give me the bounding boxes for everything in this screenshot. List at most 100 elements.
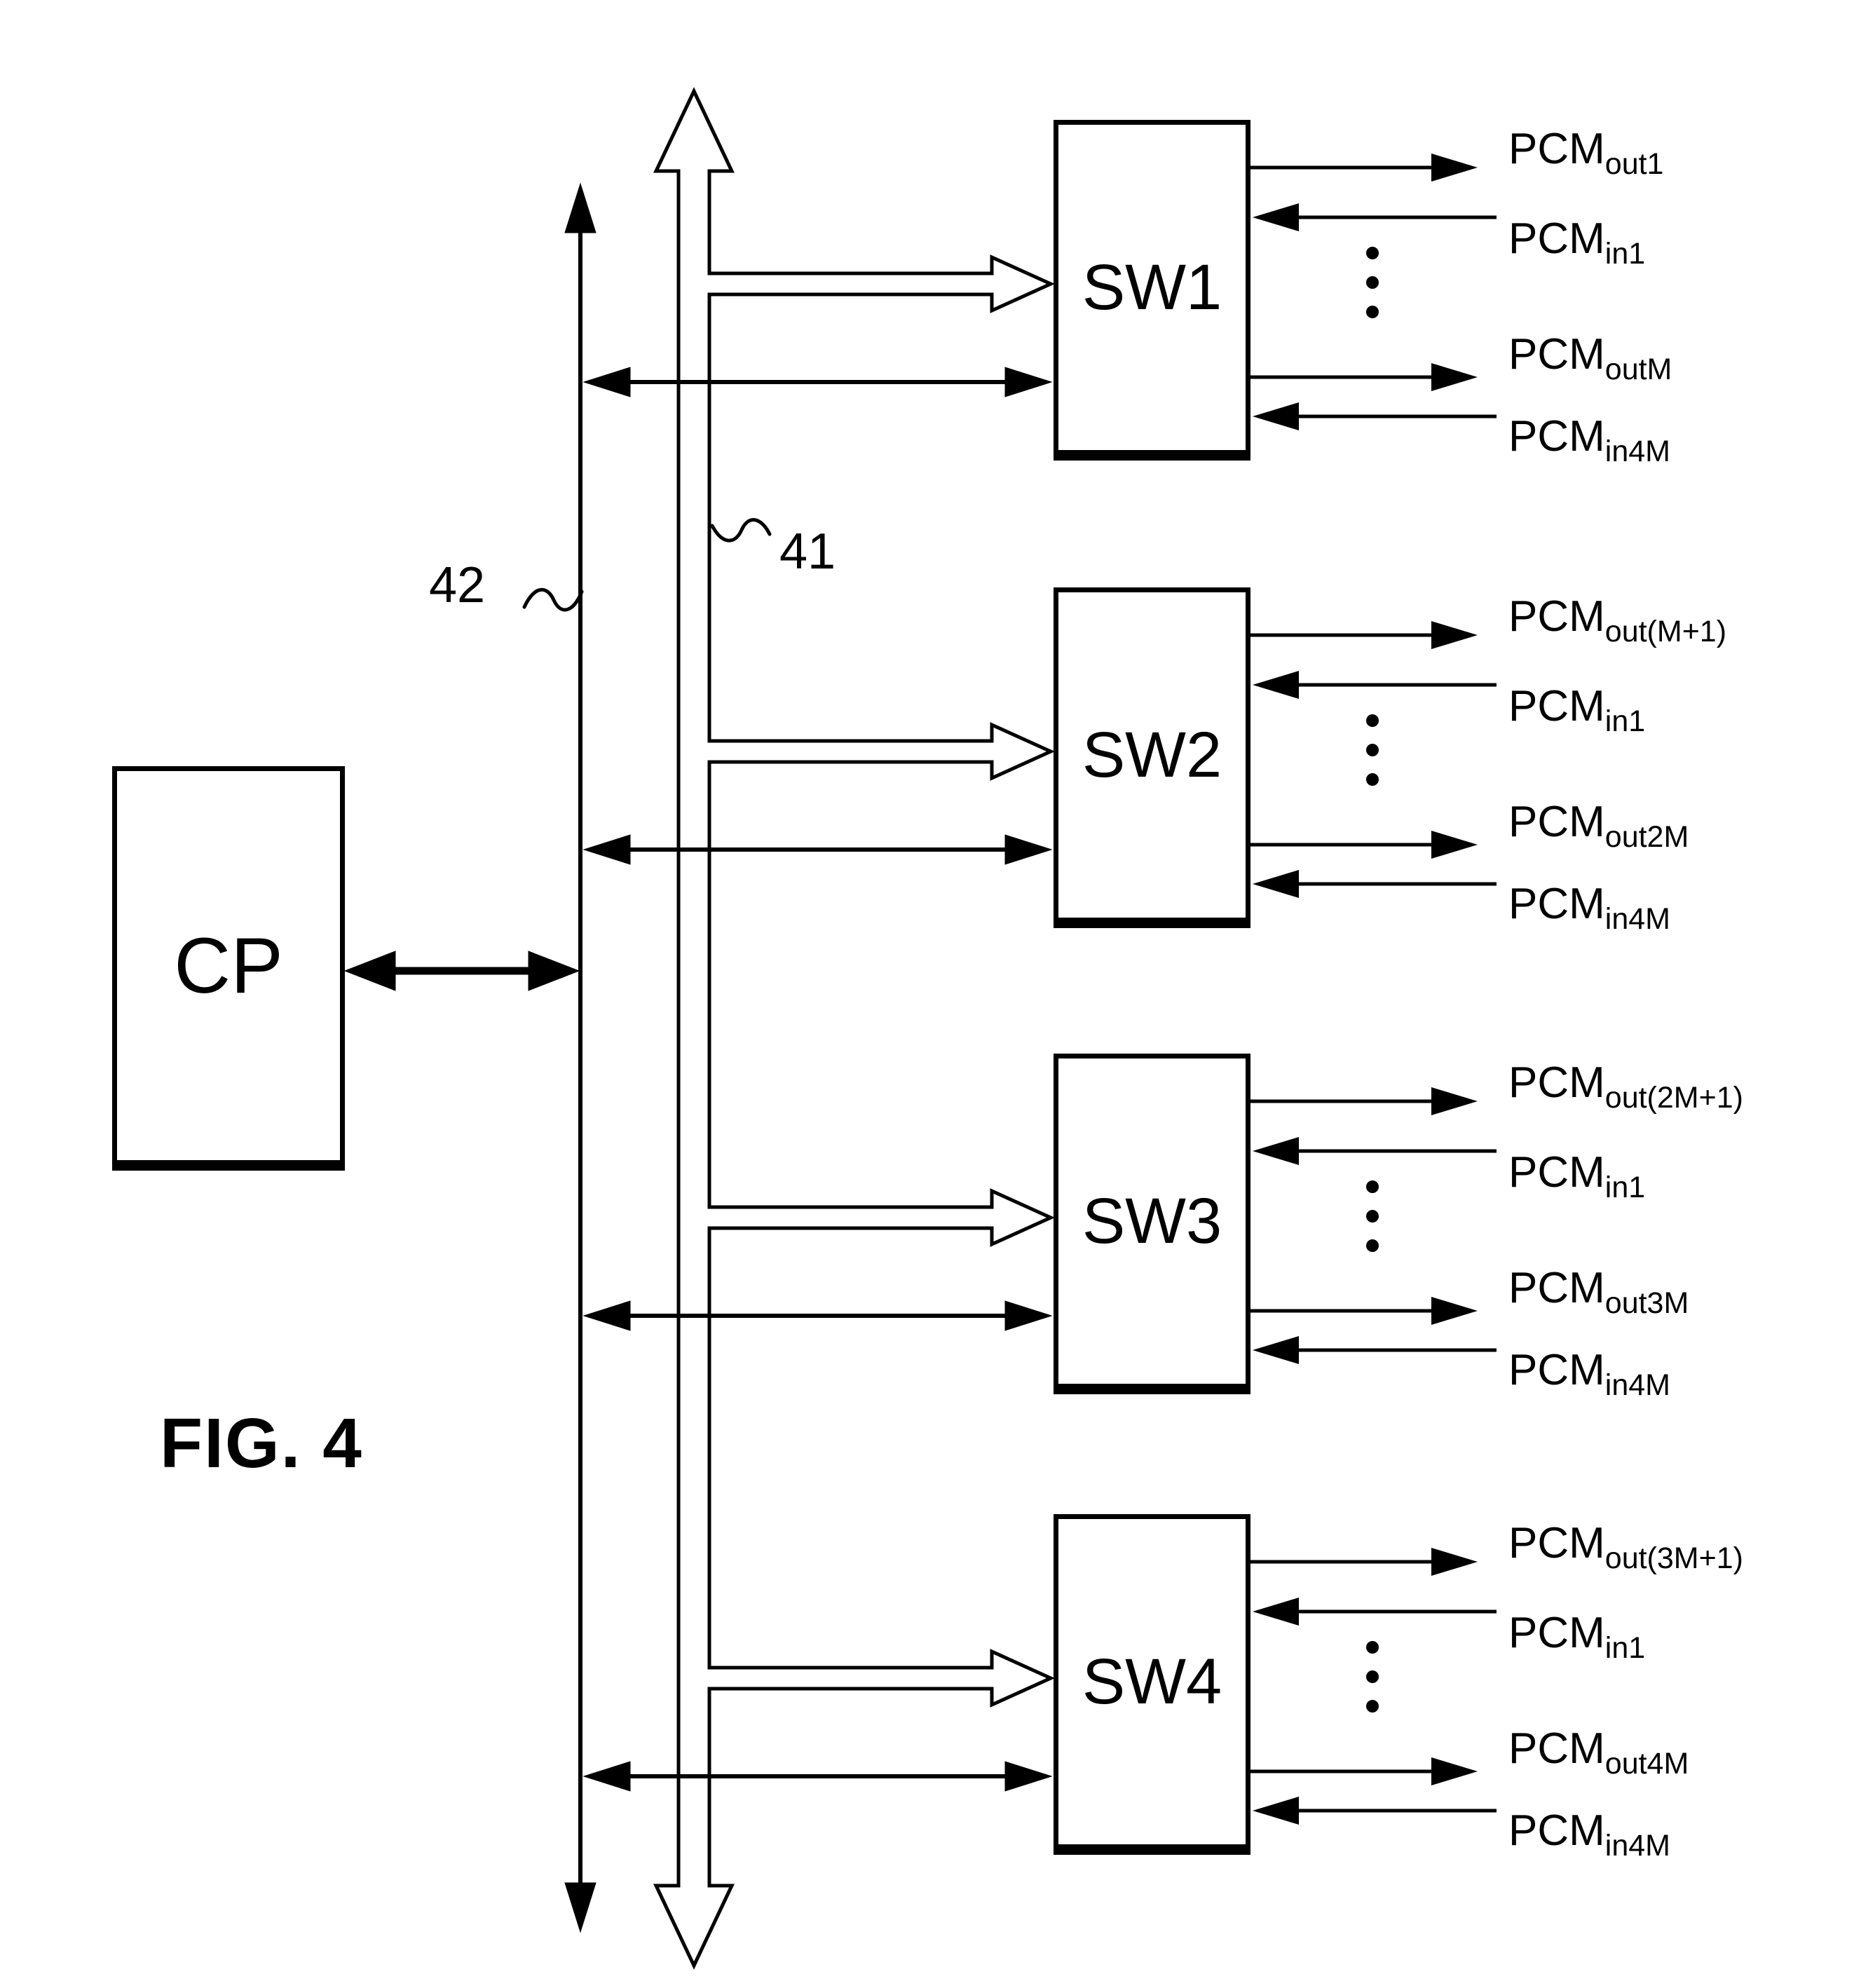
pcm-label: PCM [1508,592,1605,641]
figure-caption: FIG. 4 [160,1404,363,1483]
arrowhead-left-icon [1253,870,1299,898]
sw2-label: SW2 [1082,719,1222,791]
pcm-label: PCM [1508,1724,1605,1773]
arrowhead-left-icon [1253,1336,1299,1364]
sw3-label: SW3 [1082,1185,1222,1257]
sw4-box: SW4 [1054,1514,1250,1855]
ellipsis-dot [1366,1700,1379,1713]
arrowhead-left-icon [1253,402,1299,430]
ref-numeral-42: 42 [429,557,486,613]
pcm-subscript: in1 [1604,237,1646,271]
arrowhead-right-icon [1431,1087,1478,1115]
sw2-port-lines [1250,621,1497,898]
arrowhead-left-icon [1253,671,1299,699]
pcm-subscript: out4M [1604,1747,1689,1781]
data-bus-41 [653,87,1056,1970]
pcm-label: PCM [1508,125,1605,173]
pcm-label: PCM [1508,880,1605,928]
pcm-subscript: in1 [1604,704,1646,738]
arrowhead-right-icon [1431,1757,1478,1785]
sw4-label: SW4 [1082,1645,1222,1717]
sw3-port-label-in1: PCMin1 [1508,1148,1645,1204]
arrowhead-left-icon [1253,1137,1299,1165]
pcm-label: PCM [1508,1058,1605,1107]
sw1-label: SW1 [1082,251,1222,323]
ref-42-leader-squiggle [522,587,584,612]
arrowhead-right-icon [1431,1297,1478,1325]
arrowhead-right-icon [1431,831,1478,859]
pcm-subscript: out(M+1) [1604,615,1727,648]
pcm-label: PCM [1508,1609,1605,1657]
control-branch-sw1 [582,367,1053,397]
ellipsis-dot [1366,773,1379,786]
arrowhead-left-icon [1253,1797,1299,1825]
cp-control-link [343,951,580,991]
ellipsis-dot [1366,714,1379,727]
pcm-subscript: in4M [1604,902,1670,936]
pcm-subscript: out1 [1604,147,1664,181]
arrowhead-right-icon [1431,363,1478,391]
sw2-box: SW2 [1054,587,1250,928]
arrowhead-left-icon [343,951,396,991]
ref-41-leader-squiggle [710,518,772,543]
sw3-port-label-in4M: PCMin4M [1508,1346,1670,1402]
pcm-label: PCM [1508,1264,1605,1312]
arrowhead-right-icon [1431,1548,1478,1576]
arrowhead-up-icon [564,182,597,233]
control-branch-sw2 [582,834,1053,865]
cp-label: CP [174,922,283,1009]
ellipsis-dot [1366,306,1379,318]
sw3-box: SW3 [1054,1054,1250,1394]
ref-numeral-41: 41 [779,524,836,580]
pcm-subscript: out(3M+1) [1604,1541,1743,1575]
arrowhead-left-icon [1253,203,1299,231]
ellipsis-dot [1366,1670,1379,1683]
ellipsis-dot [1366,1641,1379,1654]
sw4-port-label-in1: PCMin1 [1508,1609,1645,1665]
pcm-subscript: out3M [1604,1286,1689,1320]
control-branch-sw3 [582,1300,1053,1331]
sw3-port-label-out: PCMout(2M+1) [1508,1058,1743,1115]
ellipsis-dot [1366,1180,1379,1193]
pcm-label: PCM [1508,798,1605,846]
sw4-port-label-out4M: PCMout4M [1508,1724,1689,1781]
sw1-port-label-in4M: PCMin4M [1508,412,1670,468]
pcm-subscript: in4M [1604,1829,1670,1863]
pcm-label: PCM [1508,1519,1605,1567]
data-bus-41-shape [653,87,1056,1970]
pcm-subscript: in1 [1604,1171,1646,1204]
pcm-label: PCM [1508,330,1605,379]
arrowhead-down-icon [564,1882,597,1933]
sw2-port-label-in1: PCMin1 [1508,682,1645,738]
pcm-subscript: in4M [1604,435,1670,468]
arrowhead-left-icon [1253,1598,1299,1626]
sw3-port-label-out3M: PCMout3M [1508,1264,1689,1320]
sw2-port-label-out: PCMout(M+1) [1508,592,1726,648]
pcm-label: PCM [1508,1806,1605,1855]
sw2-port-label-in4M: PCMin4M [1508,880,1670,936]
cp-box: CP [112,766,345,1171]
sw1-port-label-outM: PCMoutM [1508,330,1672,386]
sw4-port-lines [1250,1548,1497,1825]
sw3-port-lines [1250,1087,1497,1364]
ellipsis-dot [1366,744,1379,756]
pcm-subscript: in1 [1604,1631,1646,1665]
pcm-label: PCM [1508,412,1605,461]
pcm-label: PCM [1508,215,1605,263]
pcm-label: PCM [1508,682,1605,730]
sw1-port-lines [1250,154,1497,430]
sw4-port-label-out: PCMout(3M+1) [1508,1519,1743,1575]
arrowhead-right-icon [1431,621,1478,649]
ellipsis-dot [1366,1210,1379,1223]
ellipsis-dot [1366,247,1379,259]
arrowhead-right-icon [1431,154,1478,182]
pcm-subscript: out(2M+1) [1604,1081,1743,1115]
control-line-42 [343,182,1053,1933]
sw1-box: SW1 [1054,120,1250,461]
sw1-port-label-out1: PCMout1 [1508,125,1663,181]
ellipsis-dot [1366,276,1379,289]
pcm-subscript: out2M [1604,820,1689,854]
pcm-label: PCM [1508,1346,1605,1394]
